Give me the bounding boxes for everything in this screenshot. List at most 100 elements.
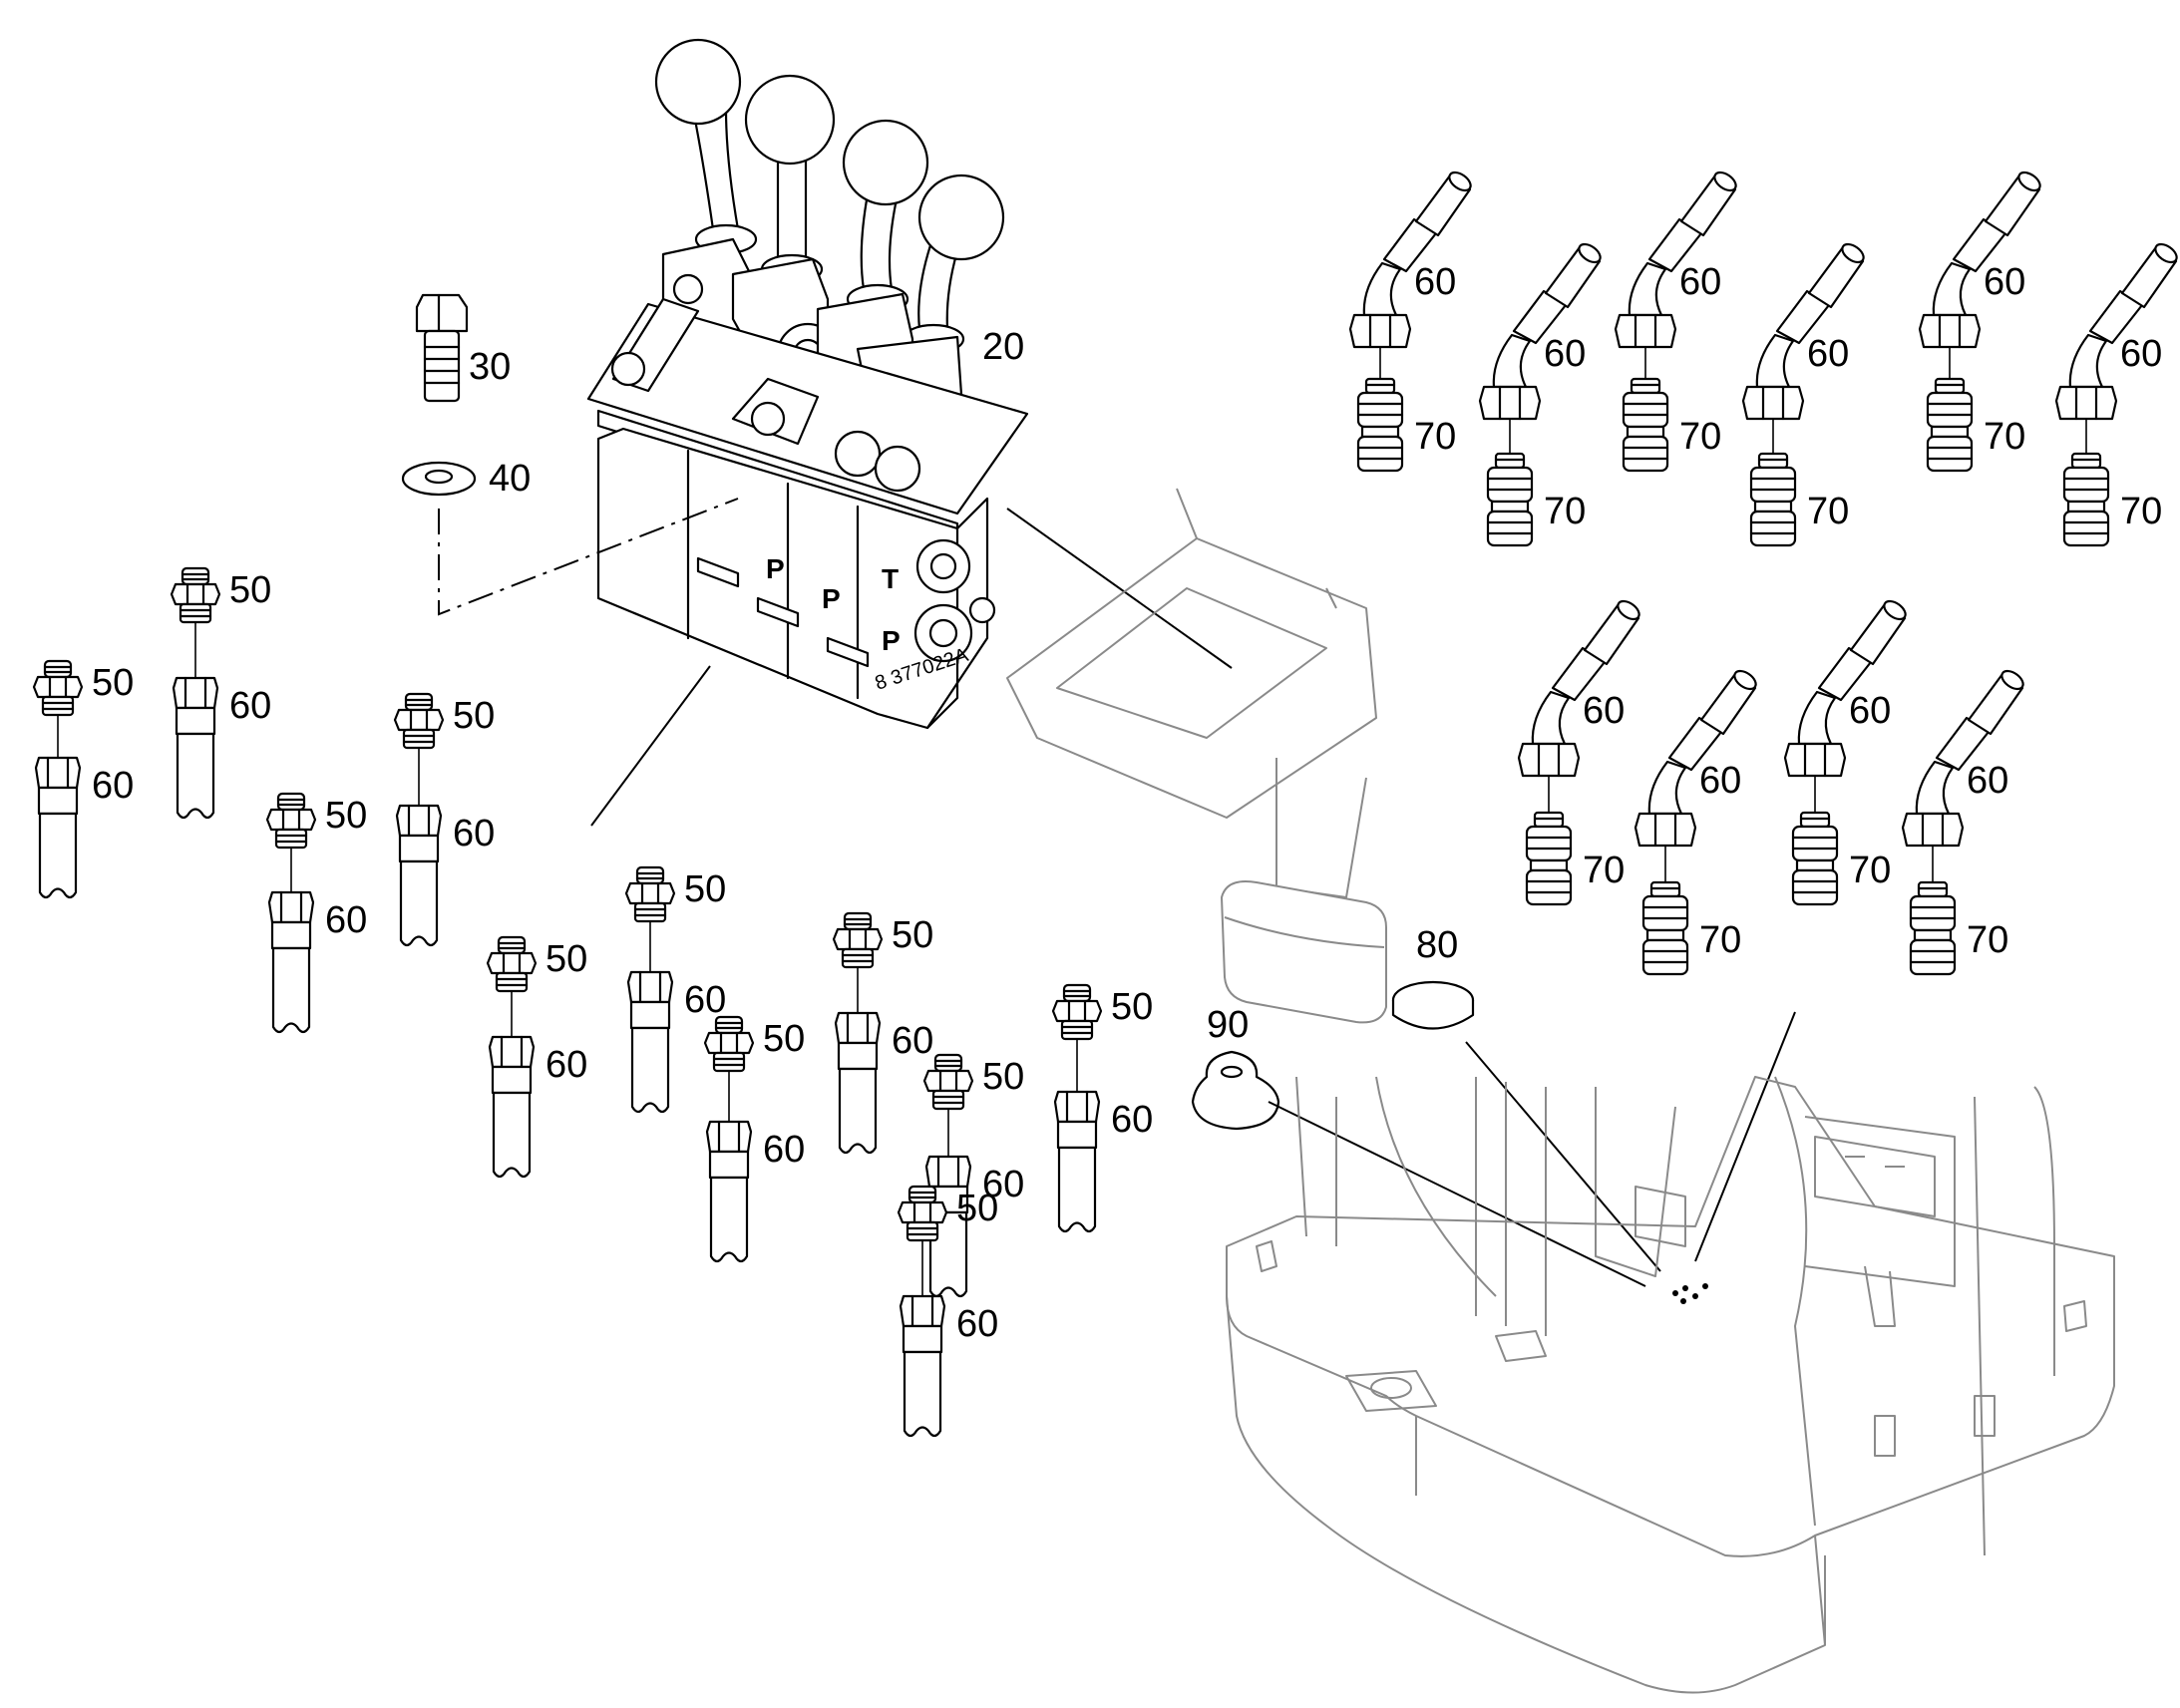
valve-block: P P T P 8 377022A (586, 38, 1029, 730)
callout-50: 50 (229, 569, 271, 611)
callout-20: 20 (982, 326, 1024, 368)
cabin-floor (1226, 1076, 2115, 1694)
callout-70: 70 (1699, 919, 1741, 961)
callout-50: 50 (545, 938, 587, 980)
fitting-70 (1486, 452, 1534, 547)
adapter-hose-group: 5060506050605060506050605060506050605060… (32, 566, 1153, 1438)
callout-60: 60 (1414, 261, 1456, 303)
callout-70: 70 (1544, 491, 1586, 532)
callout-60: 60 (2120, 333, 2162, 375)
callout-70: 70 (1414, 416, 1456, 458)
adapter-50 (922, 1053, 974, 1111)
port-p-mark-1: P (766, 553, 785, 584)
callout-60: 60 (956, 1303, 998, 1345)
fitting-70 (1525, 811, 1573, 906)
adapter-50 (170, 566, 221, 624)
adapter-50 (486, 935, 538, 993)
hose-60 (488, 1035, 536, 1179)
leader-90 (1268, 1101, 1646, 1287)
elbow-hose-60 (1634, 666, 1760, 848)
elbow-hose-60 (1517, 596, 1643, 778)
callout-40: 40 (489, 458, 531, 500)
leader-80 (1465, 1041, 1661, 1272)
callout-60: 60 (1679, 261, 1721, 303)
fitting-70 (1622, 377, 1669, 473)
callout-60: 60 (229, 685, 271, 727)
plug (1391, 980, 1475, 1030)
callout-80: 80 (1416, 924, 1458, 966)
callout-60: 60 (1807, 333, 1849, 375)
callout-70: 70 (1583, 850, 1625, 891)
centerline-bolt (438, 498, 739, 616)
elbow-hose-60 (1478, 239, 1605, 421)
hose-60 (899, 1294, 946, 1438)
callout-60: 60 (1967, 760, 2008, 802)
leader-20 (1006, 508, 1233, 669)
fitting-70 (1356, 377, 1404, 473)
elbow-hose-60 (2054, 239, 2180, 421)
callout-60: 60 (325, 899, 367, 941)
callout-60: 60 (1544, 333, 1586, 375)
elbow-hose-60 (1901, 666, 2027, 848)
callout-50: 50 (892, 914, 933, 956)
callout-70: 70 (2120, 491, 2162, 532)
callout-50: 50 (982, 1056, 1024, 1098)
hose-60 (626, 970, 674, 1114)
hose-60 (834, 1011, 882, 1155)
callout-60: 60 (982, 1164, 1024, 1205)
fitting-70 (1909, 880, 1957, 976)
adapter-50 (32, 659, 84, 717)
callout-50: 50 (92, 662, 134, 704)
callout-50: 50 (325, 795, 367, 837)
leader-70 (1694, 1011, 1796, 1262)
adapter-50 (624, 865, 676, 923)
callout-60: 60 (92, 765, 134, 807)
bracket-frame (1006, 488, 1387, 1024)
adapter-50 (1051, 983, 1103, 1041)
hose-60 (395, 804, 443, 947)
fitting-70 (1641, 880, 1689, 976)
callout-70: 70 (1807, 491, 1849, 532)
callout-60: 60 (763, 1129, 805, 1171)
callout-60: 60 (1849, 690, 1891, 732)
callout-90: 90 (1207, 1004, 1249, 1046)
fitting-70 (1926, 377, 1974, 473)
elbow-hose-60 (1783, 596, 1910, 778)
adapter-50 (832, 911, 884, 969)
callout-30: 30 (469, 346, 511, 388)
callout-60: 60 (1583, 690, 1625, 732)
elbow-hose-60 (1348, 168, 1475, 349)
fitting-70 (2062, 452, 2110, 547)
elbow-hose-60 (1918, 168, 2044, 349)
leader-block-to-adapters (590, 665, 711, 827)
callout-70: 70 (1679, 416, 1721, 458)
fitting-70 (1791, 811, 1839, 906)
bolt (415, 293, 469, 403)
callout-50: 50 (956, 1188, 998, 1229)
callout-50: 50 (453, 695, 495, 737)
elbow-hose-60 (1614, 168, 1740, 349)
washer (401, 461, 477, 497)
adapter-50 (265, 792, 317, 850)
callout-50: 50 (763, 1018, 805, 1060)
hose-60 (267, 890, 315, 1034)
callout-70: 70 (1967, 919, 2008, 961)
callout-60: 60 (684, 979, 726, 1021)
adapter-50 (393, 692, 445, 750)
port-t-mark: T (882, 563, 899, 594)
port-p-mark-2: P (822, 583, 841, 614)
hose-60 (1053, 1090, 1101, 1233)
port-p-mark-3: P (882, 625, 901, 656)
callout-60: 60 (892, 1020, 933, 1062)
callout-60: 60 (1984, 261, 2025, 303)
fitting-70 (1749, 452, 1797, 547)
callout-60: 60 (1699, 760, 1741, 802)
hose-60 (705, 1120, 753, 1263)
elbow-hose-60 (1741, 239, 1868, 421)
hose-60 (172, 676, 219, 820)
callout-70: 70 (1849, 850, 1891, 891)
callout-60: 60 (1111, 1099, 1153, 1141)
adapter-50 (703, 1015, 755, 1073)
